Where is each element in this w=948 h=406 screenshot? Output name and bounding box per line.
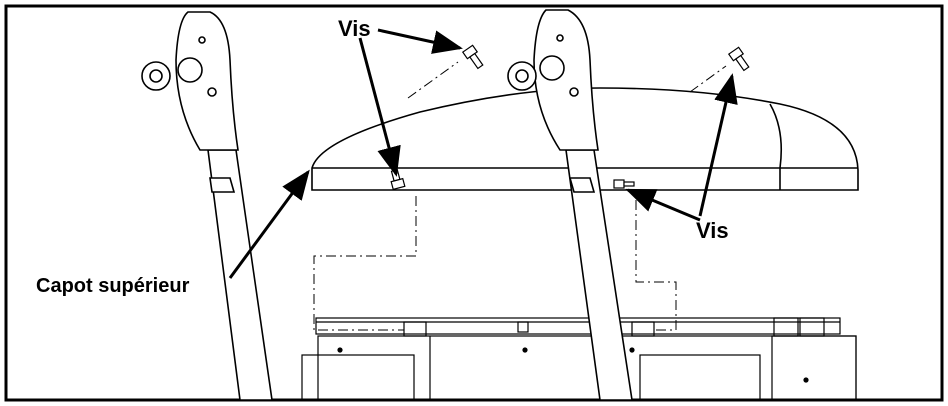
screw-cover-right [613,179,635,189]
screw-label-right: Vis [696,218,729,243]
screw-label-top: Vis [338,16,371,41]
top-cover-label: Capot supérieur [36,275,190,297]
right-arm [507,9,633,401]
screw-upper-left [461,44,484,70]
left-arm [141,11,273,401]
screw-upper-right [727,46,750,72]
alignment-lines [313,61,727,331]
callout-arrows [228,28,738,279]
